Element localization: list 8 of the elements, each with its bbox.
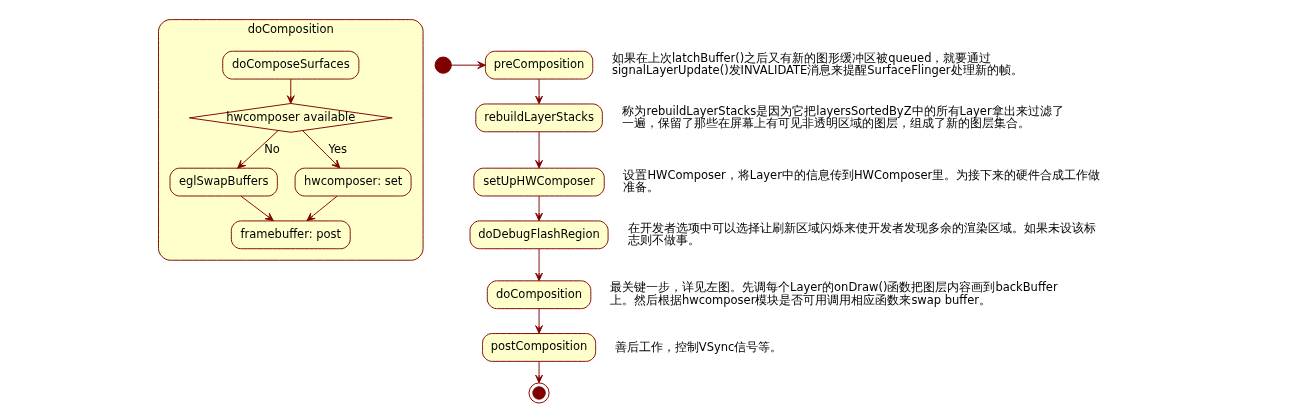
- edge-label: Yes: [327, 141, 347, 156]
- node-label: 善后工作，控制VSync信号等。: [614, 339, 782, 354]
- edge-label: No: [263, 141, 280, 156]
- node-label: 如果在上次latchBuffer()之后又有新的图形缓冲区被queued，就要通过signalLayerUpdate()发INVALIDATE消息来提醒SurfaceFlinger处理新的帧。: [611, 50, 1023, 78]
- node-label: 最关键一步，详见左图。先调每个Layer的onDraw()函数把图层内容画到backBuffer上。然后根据hwcomposer模块是否可用调用相应函数来swap buffer。: [609, 280, 1058, 307]
- node-label: 设置HWComposer，将Layer中的信息传到HWComposer里。为接下来的硬件合成工作做准备。: [622, 167, 1100, 195]
- node-label: 在开发者选项中可以选择让刷新区域闪烁来使开发者发现多余的渲染区域。如果未设该标志则不做事。: [627, 220, 1096, 248]
- node-label: 称为rebuildLayerStacks是因为它把layersSortedByZ中的所有Layer拿出来过滤了一遍，保留了那些在屏幕上有可见非透明区域的图层，组成了新的图层集合。: [621, 103, 1064, 131]
